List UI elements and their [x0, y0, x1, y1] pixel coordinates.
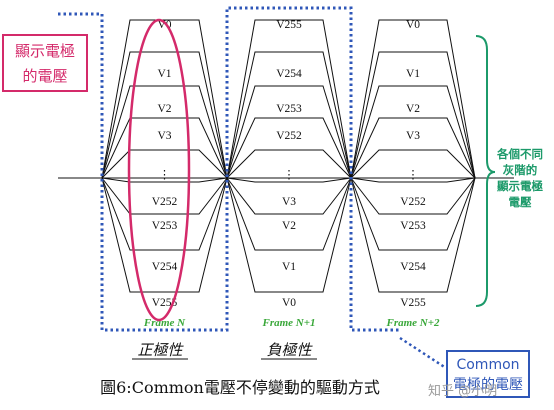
display-electrode-callout-line: 顯示電極	[14, 42, 75, 60]
voltage-trajectory-line	[226, 51, 352, 179]
voltage-level-label: V2	[406, 103, 420, 115]
voltage-trajectory-line	[101, 177, 228, 293]
voltage-trajectory-line	[350, 149, 476, 179]
voltage-level-label: V252	[400, 196, 426, 208]
figure-caption: 圖6:Common電壓不停變動的驅動方式	[100, 378, 380, 397]
voltage-level-label: V1	[406, 68, 420, 80]
voltage-trajectory-line	[101, 177, 228, 251]
voltage-level-label: V2	[282, 220, 296, 232]
voltage-level-label: V254	[400, 261, 426, 273]
voltage-trajectory-line	[101, 177, 228, 215]
voltage-level-label: V253	[152, 220, 178, 232]
voltage-trajectory-line	[226, 149, 352, 179]
voltage-trajectory-line	[101, 51, 228, 179]
voltage-trajectory-line	[350, 177, 476, 215]
watermark: 知乎 @小明	[428, 384, 498, 399]
voltage-trajectory-line	[226, 19, 352, 179]
voltage-level-label: V254	[276, 68, 302, 80]
display-electrode-highlight-ellipse	[127, 18, 191, 322]
voltage-level-label: ⋮	[407, 169, 419, 181]
frame-label: Frame N+1	[261, 317, 315, 329]
voltage-trajectory-line	[350, 19, 476, 179]
voltage-trajectory-line	[350, 51, 476, 179]
common-electrode-dotted-lines	[58, 6, 400, 332]
voltage-level-label: V0	[282, 297, 296, 309]
display-electrode-callout-line: 的電壓	[22, 67, 68, 85]
voltage-trajectory-line	[226, 177, 352, 293]
voltage-trajectory-line	[226, 177, 352, 251]
voltage-level-label: V3	[157, 130, 171, 142]
frame-labels: Frame N Frame N+1 Frame N+2	[143, 317, 440, 329]
voltage-level-label: ⋮	[283, 169, 295, 181]
common-callout-line: 電極的電壓	[453, 377, 523, 393]
gray-level-voltages-callout: 各個不同 灰階的 顯示電極 電壓	[487, 146, 553, 210]
common-electrode-voltage-callout: Common 電極的電壓	[446, 350, 530, 398]
common-voltage-dotted-path	[58, 6, 400, 332]
voltage-trajectory-line	[101, 85, 228, 179]
voltage-trajectory-line	[350, 177, 476, 293]
gray-level-callout-line: 灰階的	[502, 163, 538, 177]
voltage-trajectory-line	[350, 117, 476, 179]
voltage-trajectory-line	[226, 85, 352, 179]
voltage-level-label: V253	[400, 220, 426, 232]
voltage-level-label: V0	[406, 19, 420, 31]
voltage-level-label: V252	[276, 130, 302, 142]
voltage-level-label: V255	[400, 297, 426, 309]
voltage-level-label: V2	[157, 103, 171, 115]
voltage-trajectory-line	[101, 117, 228, 179]
voltage-level-label: V1	[157, 68, 171, 80]
voltage-trajectory-line	[101, 177, 228, 183]
negative-polarity-label: 負極性	[266, 341, 313, 359]
waveform-lines	[58, 19, 514, 293]
voltage-level-label: V1	[282, 261, 296, 273]
common-callout-line: Common	[456, 357, 520, 373]
voltage-trajectory-line	[226, 117, 352, 179]
voltage-trajectory-line	[226, 177, 352, 215]
gray-level-brace	[475, 35, 496, 307]
display-electrode-voltage-callout: 顯示電極 的電壓	[2, 34, 88, 92]
voltage-trajectory-line	[350, 85, 476, 179]
voltage-trajectory-line	[101, 19, 228, 179]
voltage-trajectory-line	[101, 149, 228, 179]
voltage-trajectory-line	[350, 177, 476, 183]
voltage-level-label: V254	[152, 261, 178, 273]
voltage-level-label: ⋮	[159, 169, 171, 181]
positive-polarity-label: 正極性	[137, 341, 184, 359]
voltage-level-label: V252	[152, 196, 178, 208]
voltage-level-label: V3	[406, 130, 420, 142]
voltage-level-label: V3	[282, 196, 296, 208]
voltage-level-label: V253	[276, 103, 302, 115]
gray-level-callout-line: 顯示電極	[497, 179, 543, 193]
common-box-leader	[399, 336, 447, 370]
gray-level-callout-line: 電壓	[508, 195, 532, 209]
frame-label: Frame N+2	[385, 317, 440, 329]
frame-label: Frame N	[143, 317, 186, 329]
voltage-trajectory-line	[350, 177, 476, 251]
voltage-level-labels: V0V1V2V3⋮V252V253V254V255V255V254V253V25…	[152, 19, 426, 309]
voltage-level-label: V255	[276, 19, 302, 31]
voltage-trajectory-line	[226, 177, 352, 183]
gray-level-callout-line: 各個不同	[497, 147, 543, 161]
